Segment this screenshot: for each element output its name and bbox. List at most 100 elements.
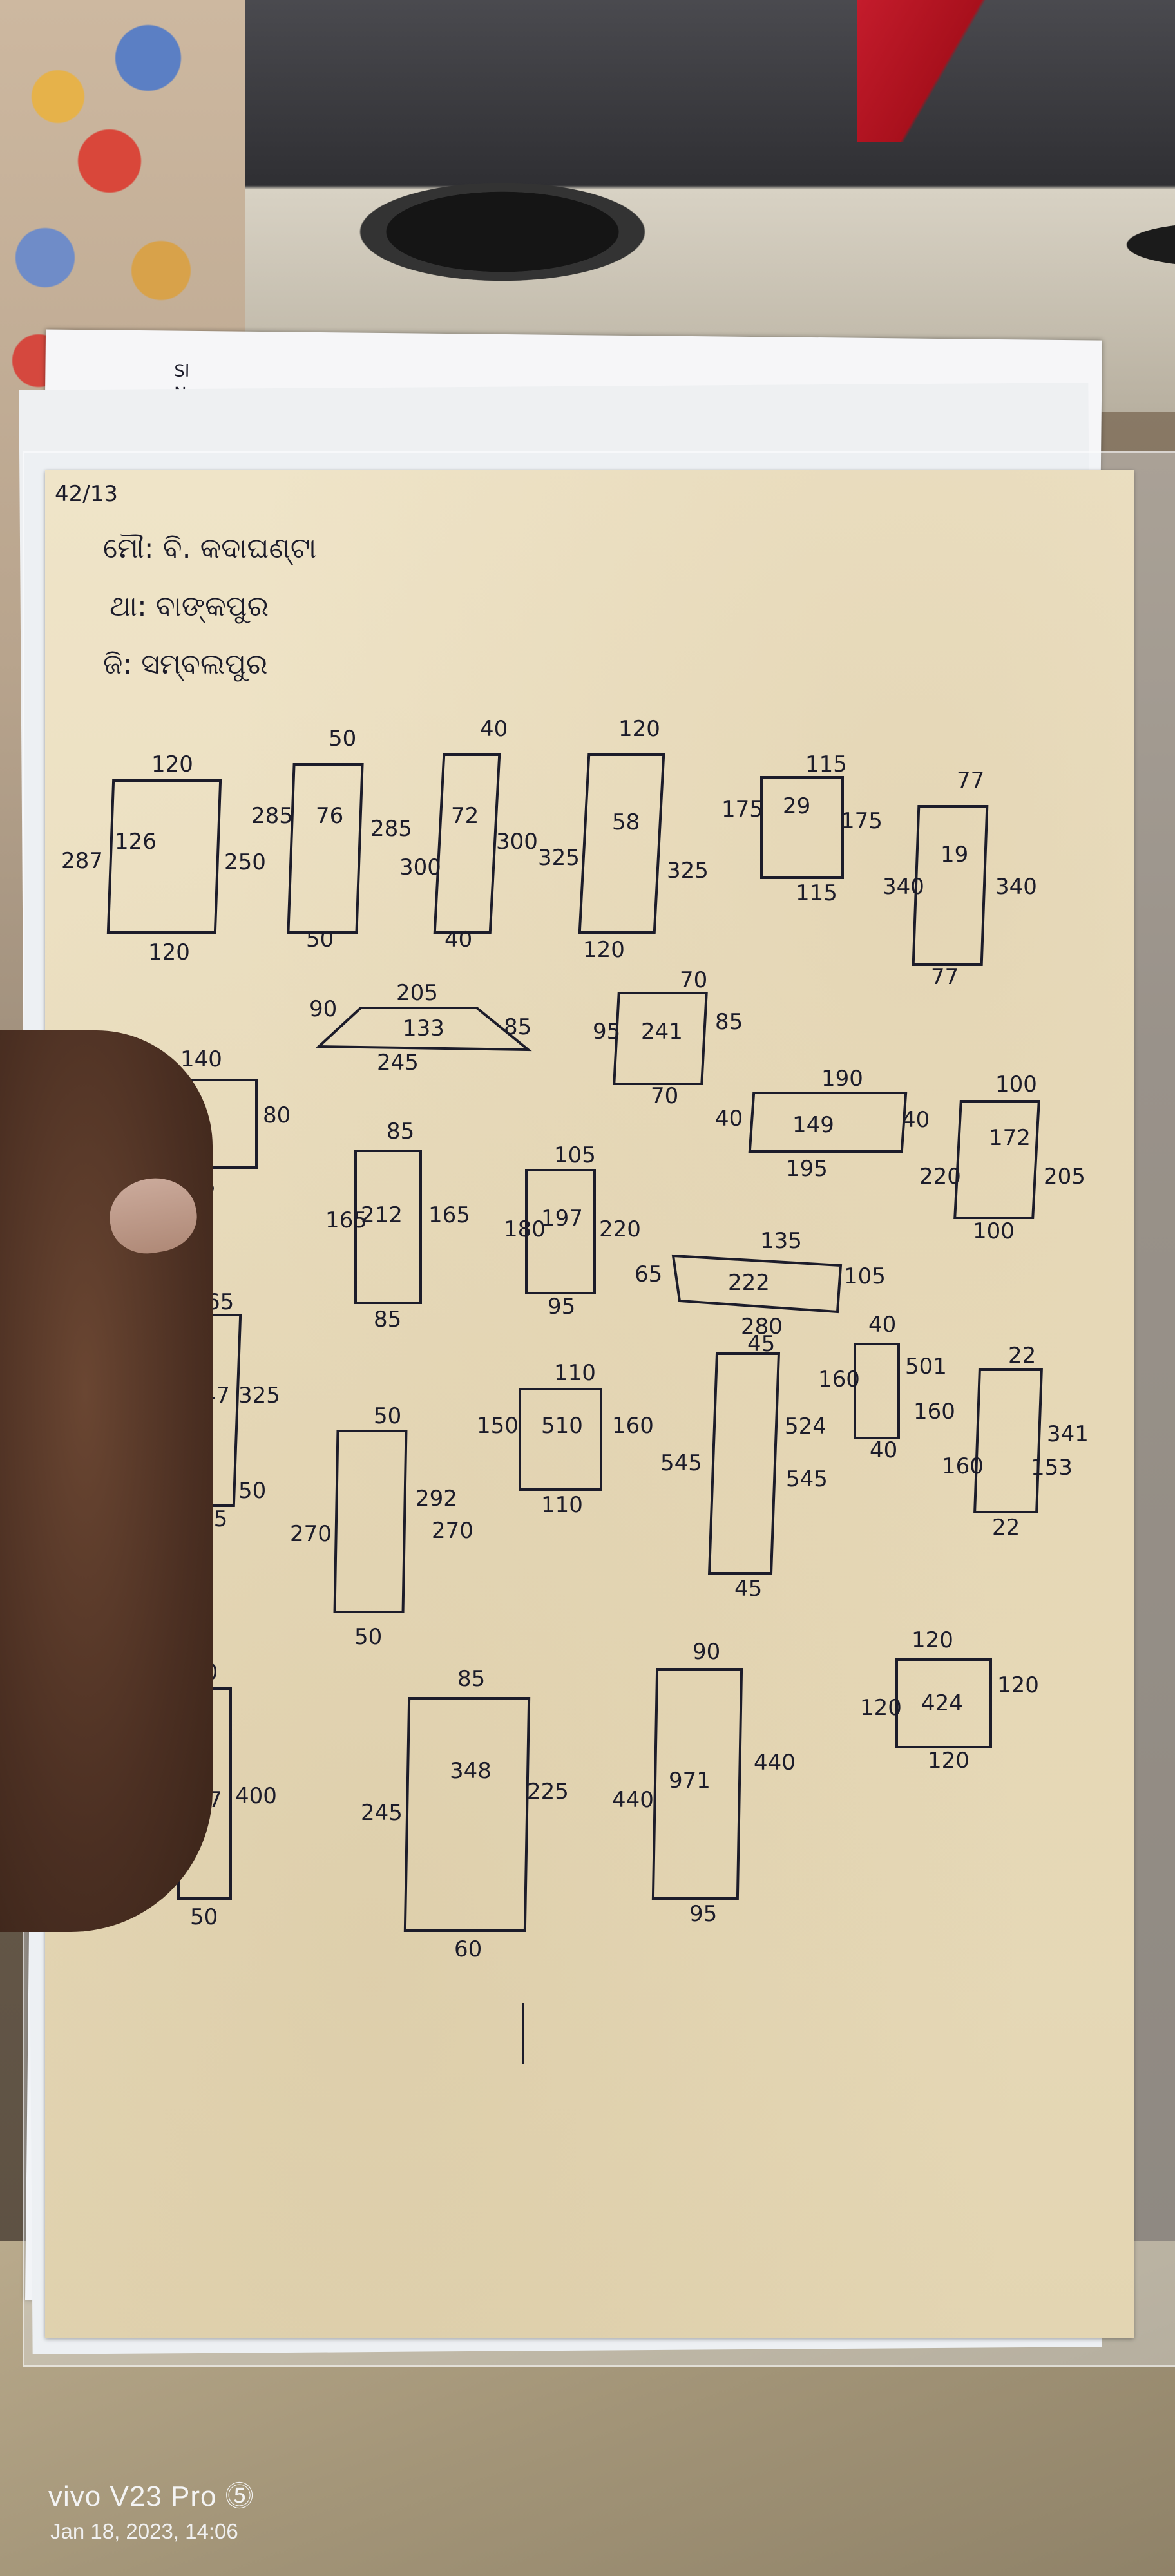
plot-bottom: 115 — [796, 880, 837, 906]
plot-unnumbered-c — [854, 1343, 900, 1439]
photo-datetime-watermark: Jan 18, 2023, 14:06 — [50, 2519, 238, 2543]
plot-126 — [106, 779, 222, 934]
plot-unnumbered-b — [707, 1352, 781, 1575]
plot-top: 77 — [957, 768, 985, 793]
plot-bottom: 280 — [741, 1314, 783, 1340]
plot-right: 80 — [263, 1103, 291, 1128]
plot-left: 245 — [361, 1800, 403, 1826]
plot-left: 180 — [504, 1217, 546, 1242]
plot-bottom: 120 — [583, 937, 625, 963]
plot-id: 197 — [541, 1206, 583, 1231]
plot-extra: 501 — [905, 1354, 947, 1379]
plot-58 — [578, 753, 665, 934]
plot-left: 95 — [593, 1019, 621, 1045]
plot-bottom: 100 — [973, 1218, 1015, 1244]
plot-id: 172 — [989, 1125, 1031, 1151]
plot-bottom: 95 — [689, 1901, 718, 1927]
plot-top: 45 — [747, 1331, 776, 1357]
page-number: 42/13 — [55, 481, 118, 507]
plot-bottom: 85 — [374, 1307, 402, 1332]
plot-extra: 50 — [238, 1478, 267, 1504]
plot-id: 241 — [641, 1019, 683, 1045]
plot-right: 292 — [416, 1486, 457, 1511]
plot-id: 72 — [451, 803, 479, 829]
plot-top: 120 — [151, 752, 193, 777]
plot-197 — [525, 1169, 596, 1294]
plot-right: 175 — [841, 808, 883, 834]
plot-bottom: 50 — [354, 1624, 383, 1650]
plot-212 — [354, 1150, 422, 1304]
plot-right: 160 — [913, 1399, 955, 1425]
plot-top: 50 — [374, 1403, 402, 1429]
plot-top: 105 — [554, 1142, 596, 1168]
plot-unnumbered-a — [333, 1430, 408, 1613]
plot-bottom: 60 — [454, 1937, 482, 1962]
plot-left: 220 — [919, 1164, 961, 1189]
plot-id: 424 — [921, 1690, 963, 1716]
plot-id: 133 — [403, 1016, 444, 1041]
plot-top: 115 — [805, 752, 847, 777]
plot-bottom: 45 — [734, 1576, 763, 1602]
plot-top: 70 — [680, 967, 708, 993]
plot-top: 100 — [995, 1072, 1037, 1097]
camera-model-watermark: vivo V23 Pro ⓹ — [48, 2481, 254, 2512]
plot-right: 545 — [786, 1466, 828, 1492]
plot-extra: 524 — [785, 1414, 826, 1439]
plot-right: 250 — [224, 849, 266, 875]
plot-bottom: 50 — [190, 1904, 218, 1930]
plot-id: 76 — [316, 803, 344, 829]
plot-top: 120 — [618, 716, 660, 742]
plot-right: 153 — [1031, 1455, 1073, 1481]
plot-id: 58 — [612, 810, 640, 835]
plot-unnumbered-d — [973, 1368, 1043, 1513]
plot-222 — [671, 1254, 843, 1314]
plot-bottom: 77 — [931, 964, 959, 990]
plot-left: 175 — [721, 797, 763, 822]
header-mouza: ମୌ: ବି. କଦାଘଣ୍ଟା — [103, 532, 317, 565]
plot-top: 22 — [1008, 1343, 1036, 1368]
plot-right: 285 — [370, 816, 412, 842]
plot-right: 225 — [527, 1779, 569, 1804]
plot-right: 300 — [496, 829, 538, 855]
plot-left: 160 — [818, 1367, 860, 1392]
plot-id: 510 — [541, 1413, 583, 1439]
header-district: ଜି: ସମ୍ବଲପୁର — [103, 648, 268, 681]
header-thana: ଥା: ବାଙ୍କପୁର — [110, 590, 269, 623]
plot-right: 120 — [997, 1672, 1039, 1698]
plot-top: 85 — [457, 1666, 486, 1692]
plot-id: 212 — [361, 1202, 403, 1228]
plot-left: 120 — [860, 1695, 902, 1721]
plot-id: 126 — [115, 829, 157, 855]
plot-left: 440 — [612, 1787, 654, 1813]
plot-right: 325 — [238, 1383, 280, 1408]
plot-id: 149 — [792, 1112, 834, 1138]
plot-top: 135 — [760, 1228, 802, 1254]
plot-172 — [953, 1100, 1040, 1219]
plot-right: 40 — [902, 1107, 930, 1133]
plot-bottom: 120 — [148, 940, 190, 965]
plot-right: 400 — [235, 1783, 277, 1809]
plot-bottom: 40 — [870, 1437, 898, 1463]
stack-corner-sl: Sl — [174, 361, 190, 381]
plot-left: 270 — [290, 1521, 332, 1547]
plot-top: 40 — [480, 716, 508, 742]
plot-76 — [287, 763, 364, 934]
plot-top: 120 — [912, 1627, 953, 1653]
plot-right: 440 — [754, 1750, 796, 1776]
plot-left: 300 — [399, 855, 441, 880]
plot-right: 160 — [612, 1413, 654, 1439]
plot-right: 105 — [844, 1264, 886, 1289]
plot-id: 222 — [728, 1270, 770, 1296]
plot-right: 325 — [667, 858, 709, 884]
plot-top: 190 — [821, 1066, 863, 1092]
plot-bottom: 95 — [548, 1294, 576, 1320]
plot-bottom: 195 — [786, 1156, 828, 1182]
plot-left: 165 — [325, 1208, 367, 1233]
land-plot-sketch-sheet: 42/13 ମୌ: ବି. କଦାଘଣ୍ଟା ଥା: ବାଙ୍କପୁର ଜି: … — [45, 470, 1134, 2338]
plot-bottom: 22 — [992, 1515, 1020, 1540]
pen-stroke-mark — [522, 2003, 524, 2064]
plot-left: 40 — [715, 1106, 743, 1132]
plot-top: 140 — [180, 1046, 222, 1072]
plot-id: 348 — [450, 1758, 492, 1784]
plot-72 — [433, 753, 501, 934]
